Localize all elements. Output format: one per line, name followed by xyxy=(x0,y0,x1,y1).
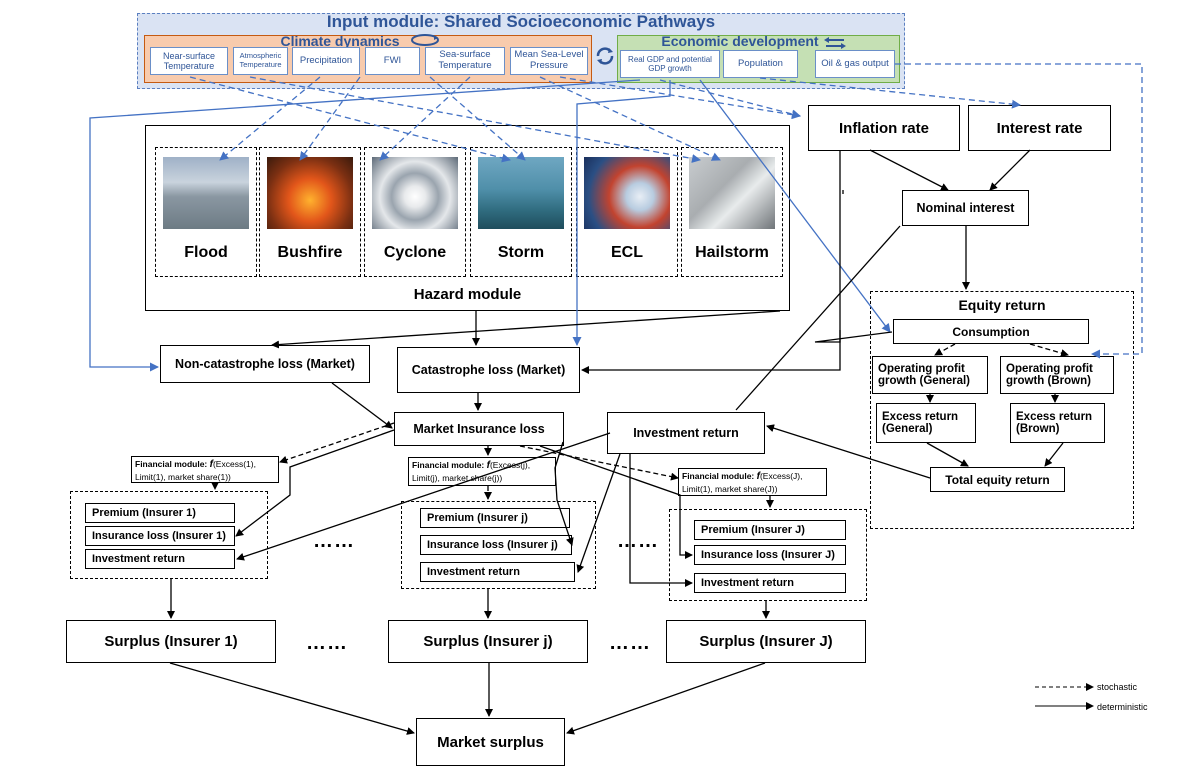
op-profit-brown-box: Operating profit growth (Brown) xyxy=(1000,356,1114,394)
hazard-card-storm: Storm xyxy=(470,147,572,277)
ellipsis-insurers-top-right: …… xyxy=(617,530,659,552)
insurance-loss-insurer-J-box: Insurance loss (Insurer J) xyxy=(694,545,846,565)
flood-photo-icon xyxy=(163,157,249,229)
noncat-loss-box: Non-catastrophe loss (Market) xyxy=(160,345,370,383)
surplus-insurer-1-box: Surplus (Insurer 1) xyxy=(66,620,276,663)
economic-development-title: Economic development xyxy=(661,33,819,49)
legend-deterministic-label: deterministic xyxy=(1097,702,1148,712)
market-insurance-loss-box: Market Insurance loss xyxy=(394,412,564,446)
cat-loss-box: Catastrophe loss (Market) xyxy=(397,347,580,393)
climate-item-mean-sea-level-pressure: Mean Sea-Level Pressure xyxy=(510,47,588,75)
hailstorm-photo-icon xyxy=(689,157,775,229)
input-module-title: Input module: Shared Socioeconomic Pathw… xyxy=(326,12,716,31)
premium-insurer-j-box: Premium (Insurer j) xyxy=(420,508,570,528)
investment-return-insurer-1-box: Investment return xyxy=(85,549,235,569)
investment-return-insurer-J-box: Investment return xyxy=(694,573,846,593)
ecl-photo-icon xyxy=(584,157,670,229)
interest-rate-box: Interest rate xyxy=(968,105,1111,151)
climate-item-near-surface-temperature: Near-surface Temperature xyxy=(150,47,228,75)
climate-cycle-icon xyxy=(410,33,440,47)
insurance-loss-insurer-j-box: Insurance loss (Insurer j) xyxy=(420,535,572,555)
ellipsis-insurers-top-left: …… xyxy=(313,530,355,552)
hazard-card-ecl: ECL xyxy=(576,147,678,277)
economic-exchange-icon xyxy=(822,36,848,49)
premium-insurer-J-box: Premium (Insurer J) xyxy=(694,520,846,540)
climate-item-atmospheric-temperature: Atmospheric Temperature xyxy=(233,47,288,75)
financial-module-insurer-j: Financial module: f(Excess(j), Limit(j),… xyxy=(408,457,556,486)
nominal-interest-box: Nominal interest xyxy=(902,190,1029,226)
op-profit-general-box: Operating profit growth (General) xyxy=(872,356,988,394)
hazard-module-title: Hazard module xyxy=(413,286,522,303)
premium-insurer-1-box: Premium (Insurer 1) xyxy=(85,503,235,523)
financial-module-insurer-1: Financial module: f(Excess(1), Limit(1),… xyxy=(131,456,279,483)
economic-item-oil-gas-output: Oil & gas output xyxy=(815,50,895,78)
cyclone-photo-icon xyxy=(372,157,458,229)
hazard-card-bushfire: Bushfire xyxy=(259,147,361,277)
financial-module-insurer-J: Financial module: f(Excess(J), Limit(1),… xyxy=(678,468,827,496)
cycle-arrows-icon xyxy=(594,45,616,67)
climate-item-fwi: FWI xyxy=(365,47,420,75)
hazard-card-hailstorm: Hailstorm xyxy=(681,147,783,277)
hazard-card-flood: Flood xyxy=(155,147,257,277)
market-surplus-box: Market surplus xyxy=(416,718,565,766)
bushfire-photo-icon xyxy=(267,157,353,229)
legend-stochastic-label: stochastic xyxy=(1097,682,1138,692)
investment-return-box: Investment return xyxy=(607,412,765,454)
climate-item-sea-surface-temperature: Sea-surface Temperature xyxy=(425,47,505,75)
hazard-card-cyclone: Cyclone xyxy=(364,147,466,277)
inflation-rate-box: Inflation rate xyxy=(808,105,960,151)
total-equity-return-box: Total equity return xyxy=(930,467,1065,492)
excess-return-brown-box: Excess return (Brown) xyxy=(1010,403,1105,443)
storm-photo-icon xyxy=(478,157,564,229)
equity-return-title: Equity return xyxy=(958,297,1046,313)
climate-dynamics-title: Climate dynamics xyxy=(280,33,400,49)
ellipsis-surplus-left: …… xyxy=(306,632,348,654)
investment-return-insurer-j-box: Investment return xyxy=(420,562,575,582)
surplus-insurer-j-box: Surplus (Insurer j) xyxy=(388,620,588,663)
ellipsis-surplus-right: …… xyxy=(609,632,651,654)
excess-return-general-box: Excess return (General) xyxy=(876,403,976,443)
surplus-insurer-J-box: Surplus (Insurer J) xyxy=(666,620,866,663)
economic-item-population: Population xyxy=(723,50,798,78)
economic-item-real-gdp: Real GDP and potential GDP growth xyxy=(620,50,720,78)
insurance-loss-insurer-1-box: Insurance loss (Insurer 1) xyxy=(85,526,235,546)
consumption-box: Consumption xyxy=(893,319,1089,344)
climate-item-precipitation: Precipitation xyxy=(292,47,360,75)
